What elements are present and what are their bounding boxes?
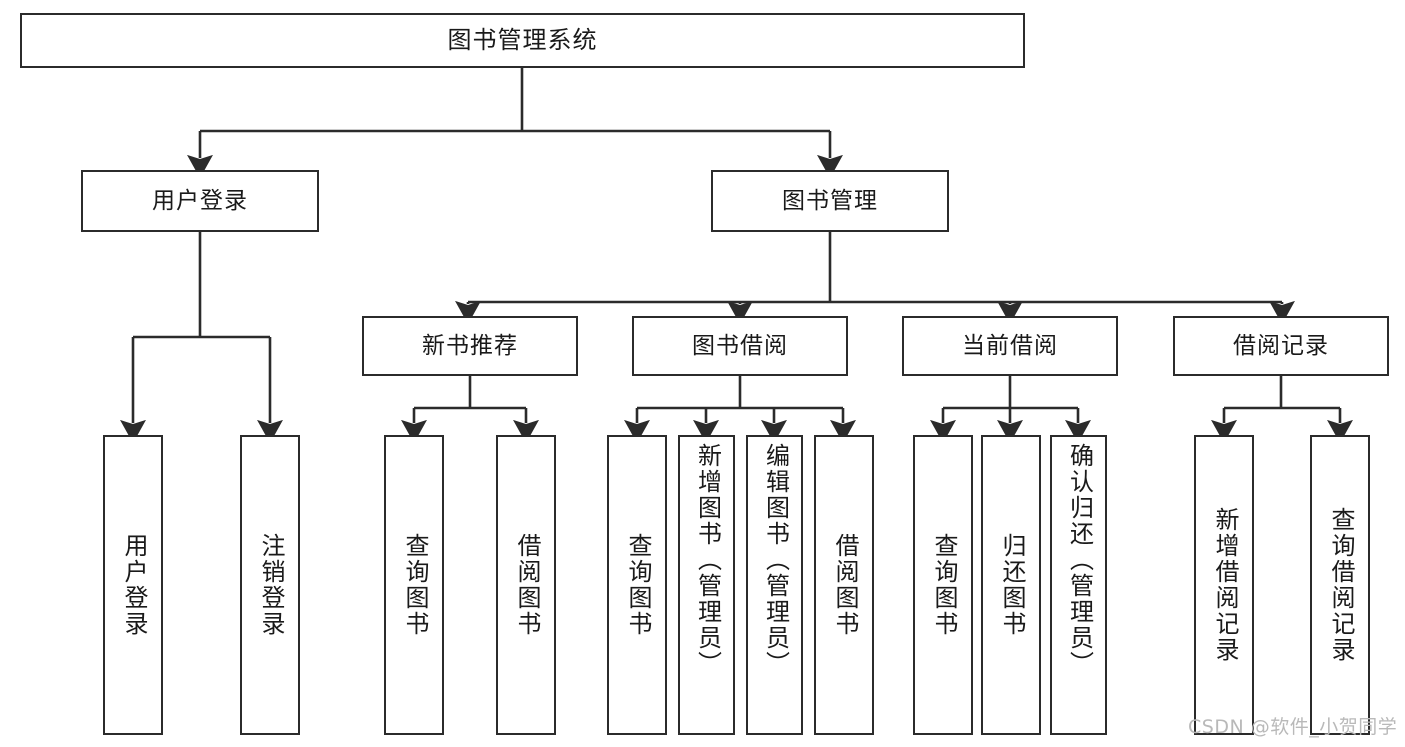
leaf-add-record-label: 新增借阅记录 [1210, 507, 1239, 663]
leaf-borrow-book-2-label: 借阅图书 [830, 533, 859, 637]
leaf-query-book-2[interactable]: 查询图书 [607, 435, 667, 735]
csdn-watermark: CSDN @软件_小贺同学 [1188, 716, 1398, 738]
leaf-borrow-book-1-label: 借阅图书 [512, 533, 541, 637]
leaf-add-record[interactable]: 新增借阅记录 [1194, 435, 1254, 735]
leaf-return-book-label: 归还图书 [997, 533, 1026, 637]
leaf-user-login-label: 用户登录 [119, 533, 148, 637]
leaf-user-login[interactable]: 用户登录 [103, 435, 163, 735]
leaf-query-book-2-label: 查询图书 [623, 533, 652, 637]
leaf-return-book[interactable]: 归还图书 [981, 435, 1041, 735]
leaf-query-record-label: 查询借阅记录 [1326, 507, 1355, 663]
leaf-edit-book[interactable]: 编辑图书（管理员） [746, 435, 803, 735]
node-book-borrow-label: 图书借阅 [692, 332, 788, 359]
node-new-book-rec-label: 新书推荐 [422, 332, 518, 359]
leaf-edit-book-label: 编辑图书（管理员） [761, 443, 790, 677]
leaf-logout[interactable]: 注销登录 [240, 435, 300, 735]
leaf-logout-label: 注销登录 [256, 533, 285, 637]
node-root-label: 图书管理系统 [447, 25, 598, 54]
leaf-add-book-label: 新增图书（管理员） [693, 443, 722, 677]
node-borrow-record[interactable]: 借阅记录 [1173, 316, 1389, 376]
node-book-borrow[interactable]: 图书借阅 [632, 316, 848, 376]
node-user-login-label: 用户登录 [152, 187, 248, 214]
leaf-query-book-3[interactable]: 查询图书 [913, 435, 973, 735]
leaf-query-book-1-label: 查询图书 [400, 533, 429, 637]
leaf-query-book-1[interactable]: 查询图书 [384, 435, 444, 735]
node-book-manage[interactable]: 图书管理 [711, 170, 949, 232]
node-new-book-rec[interactable]: 新书推荐 [362, 316, 578, 376]
leaf-add-book[interactable]: 新增图书（管理员） [678, 435, 735, 735]
leaf-query-book-3-label: 查询图书 [929, 533, 958, 637]
node-current-borrow-label: 当前借阅 [962, 332, 1058, 359]
node-user-login[interactable]: 用户登录 [81, 170, 319, 232]
node-book-manage-label: 图书管理 [782, 187, 878, 214]
leaf-confirm-return-label: 确认归还（管理员） [1065, 443, 1094, 677]
leaf-confirm-return[interactable]: 确认归还（管理员） [1050, 435, 1107, 735]
node-root[interactable]: 图书管理系统 [20, 13, 1025, 68]
node-borrow-record-label: 借阅记录 [1233, 332, 1329, 359]
leaf-query-record[interactable]: 查询借阅记录 [1310, 435, 1370, 735]
leaf-borrow-book-1[interactable]: 借阅图书 [496, 435, 556, 735]
leaf-borrow-book-2[interactable]: 借阅图书 [814, 435, 874, 735]
node-current-borrow[interactable]: 当前借阅 [902, 316, 1118, 376]
